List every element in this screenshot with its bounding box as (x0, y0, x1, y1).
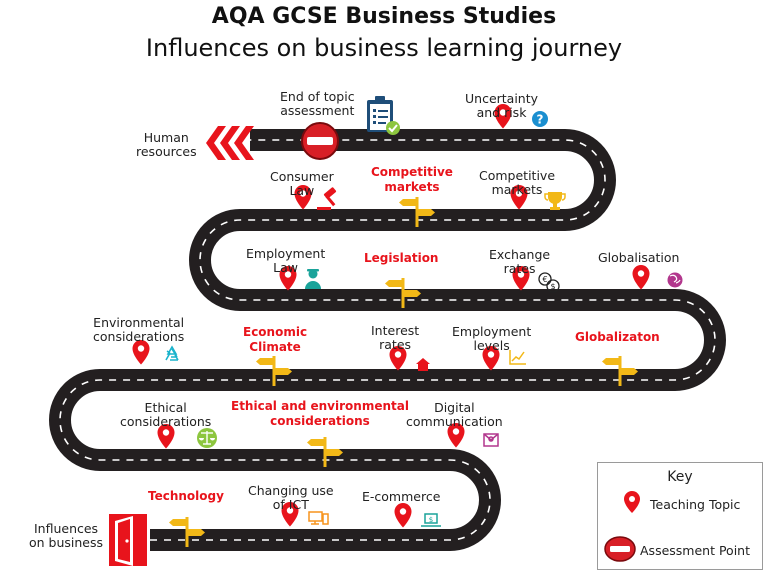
section-technology: Technology (148, 489, 224, 503)
signpost-ethical-environmental (307, 437, 343, 467)
signpost-technology (169, 517, 205, 547)
pin-e-commerce (394, 503, 412, 528)
gavel-icon (317, 187, 337, 210)
checklist-icon (367, 96, 400, 135)
pin-competitive-markets (510, 185, 528, 210)
globe-icon (667, 272, 683, 288)
question-icon: ? (532, 111, 548, 127)
svg-text:€: € (542, 275, 547, 284)
pin-environmental-considerations (132, 340, 150, 365)
pin-interest-rates (389, 346, 407, 371)
topic-globalisation: Globalisation (598, 250, 680, 265)
signpost-competitive-markets (399, 197, 435, 227)
pin-exchange-rates (512, 266, 530, 291)
computer-icon (308, 511, 329, 525)
line-graph-icon (509, 350, 526, 365)
pin-employment-levels (482, 346, 500, 371)
topic-e-commerce: E-commerce (362, 489, 441, 504)
signpost-globalization (602, 356, 638, 386)
page-title: AQA GCSE Business Studies (211, 4, 557, 29)
laptop-icon: $ (421, 513, 441, 527)
pin-globalisation (632, 265, 650, 290)
svg-text:$: $ (429, 516, 433, 524)
key-teaching-topic-label: Teaching Topic (650, 497, 741, 512)
trophy-icon (544, 192, 566, 210)
key-title: Key (667, 469, 693, 485)
key-teaching-topic-icon (624, 491, 640, 513)
key-assessment-point-icon (604, 536, 636, 562)
scales-icon (197, 428, 217, 448)
pin-digital-communication (447, 423, 465, 448)
pin-ethical-considerations (157, 424, 175, 449)
email-icon (483, 433, 499, 447)
recycle-icon (165, 345, 179, 361)
key-box: Key Teaching Topic Assessment Point (597, 462, 763, 570)
svg-text:$: $ (550, 282, 555, 291)
pin-consumer-law (294, 185, 312, 210)
house-icon (416, 358, 430, 371)
page-subtitle: Influences on business learning journey (145, 34, 623, 62)
pin-employment-law (279, 266, 297, 291)
svg-text:?: ? (537, 113, 544, 127)
section-globalization: Globalizaton (575, 330, 660, 344)
signpost-legislation (385, 278, 421, 308)
currency-exchange-icon: € $ (538, 272, 560, 293)
pin-changing-use-of-ict (281, 502, 299, 527)
key-assessment-point-label: Assessment Point (640, 543, 750, 558)
pin-uncertainty-and-risk (494, 104, 512, 129)
signpost-economic-climate (256, 356, 292, 386)
assessment-point-marker (301, 122, 339, 160)
section-legislation: Legislation (364, 251, 439, 265)
door-icon (109, 514, 147, 566)
worker-icon (305, 269, 321, 289)
finish-chevrons-icon (206, 126, 254, 160)
